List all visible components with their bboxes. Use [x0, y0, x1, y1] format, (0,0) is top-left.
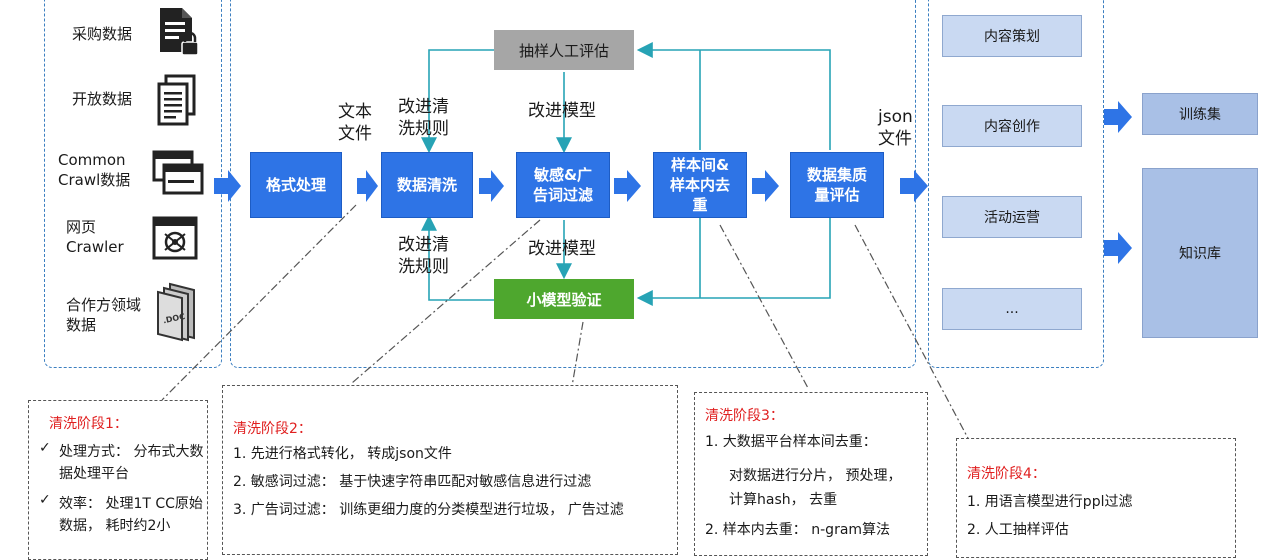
step-quality[interactable]: 数据集质量评估 [790, 152, 884, 218]
improve-rules-bottom: 改进清 洗规则 [398, 235, 449, 277]
stage4-item-1: 1. 用语言模型进行ppl过滤 [967, 494, 1133, 510]
stage2-box: 清洗阶段2： 1. 先进行格式转化， 转成json文件 2. 敏感词过滤： 基于… [222, 385, 678, 555]
output-training-set[interactable]: 训练集 [1142, 93, 1258, 135]
web-crawler-icon [152, 216, 198, 260]
improve-model-top: 改进模型 [528, 101, 596, 121]
human-eval-box[interactable]: 抽样人工评估 [494, 30, 634, 70]
source-label-common-crawl: Common Crawl数据 [58, 151, 131, 189]
stage3-box: 清洗阶段3： 1. 大数据平台样本间去重： 对数据进行分片， 预处理， 计算ha… [694, 392, 928, 556]
improve-rules-top: 改进清 洗规则 [398, 97, 449, 139]
locked-document-icon [160, 8, 199, 56]
use-content-planning[interactable]: 内容策划 [942, 15, 1082, 57]
stage1-item-2: 效率： 处理1T CC原始数据， 耗时约2小 [59, 496, 203, 534]
step-format[interactable]: 格式处理 [250, 152, 342, 218]
stage2-item-1: 1. 先进行格式转化， 转成json文件 [233, 446, 452, 462]
stage2-title: 清洗阶段2： [233, 421, 312, 437]
stage2-item-3: 3. 广告词过滤： 训练更细力度的分类模型进行垃圾， 广告过滤 [233, 502, 624, 518]
doc-files-icon: .DOC [157, 282, 195, 342]
documents-icon [157, 74, 196, 126]
stage2-item-2: 2. 敏感词过滤： 基于快速字符串匹配对敏感信息进行过滤 [233, 474, 592, 490]
stage4-box: 清洗阶段4： 1. 用语言模型进行ppl过滤 2. 人工抽样评估 [956, 438, 1236, 558]
source-label-open-data: 开放数据 [72, 90, 133, 108]
stage3-item-3: 计算hash， 去重 [729, 492, 838, 508]
step-quality-label: 数据集质量评估 [806, 166, 867, 204]
stage3-title: 清洗阶段3： [705, 408, 784, 424]
stage3-item-2: 对数据进行分片， 预处理， [729, 468, 902, 484]
improve-model-bottom: 改进模型 [528, 239, 596, 259]
step-dedup[interactable]: 样本间&样本内去重 [653, 152, 747, 218]
stage1-check-1: ✓ [39, 440, 51, 456]
stage1-box: 清洗阶段1： ✓ 处理方式： 分布式大数据处理平台 ✓ 效率： 处理1T CC原… [28, 400, 208, 560]
step-filter[interactable]: 敏感&广告词过滤 [516, 152, 610, 218]
output-knowledge-base[interactable]: 知识库 [1142, 168, 1258, 338]
browser-windows-icon [152, 150, 204, 195]
stage4-item-2: 2. 人工抽样评估 [967, 522, 1069, 538]
json-file-label: json 文件 [878, 107, 913, 149]
use-more[interactable]: ... [942, 288, 1082, 330]
source-label-web-crawler: 网页 Crawler [66, 218, 124, 256]
stage3-item-1: 1. 大数据平台样本间去重： [705, 434, 877, 450]
stage1-check-2: ✓ [39, 492, 51, 508]
step-dedup-label: 样本间&样本内去重 [669, 156, 730, 214]
text-file-label: 文本 文件 [338, 102, 372, 144]
stage1-item-1: 处理方式： 分布式大数据处理平台 [59, 444, 204, 482]
step-clean[interactable]: 数据清洗 [381, 152, 473, 218]
use-operations[interactable]: 活动运营 [942, 196, 1082, 238]
uses-group [928, 0, 1104, 368]
use-content-creation[interactable]: 内容创作 [942, 105, 1082, 147]
stage4-title: 清洗阶段4： [967, 466, 1046, 482]
source-label-partner: 合作方领域 数据 [66, 296, 142, 334]
small-model-box[interactable]: 小模型验证 [494, 279, 634, 319]
stage3-item-4: 2. 样本内去重： n-gram算法 [705, 522, 891, 538]
step-filter-label: 敏感&广告词过滤 [532, 166, 593, 204]
source-label-procurement: 采购数据 [72, 25, 133, 43]
stage1-title: 清洗阶段1： [49, 416, 128, 432]
